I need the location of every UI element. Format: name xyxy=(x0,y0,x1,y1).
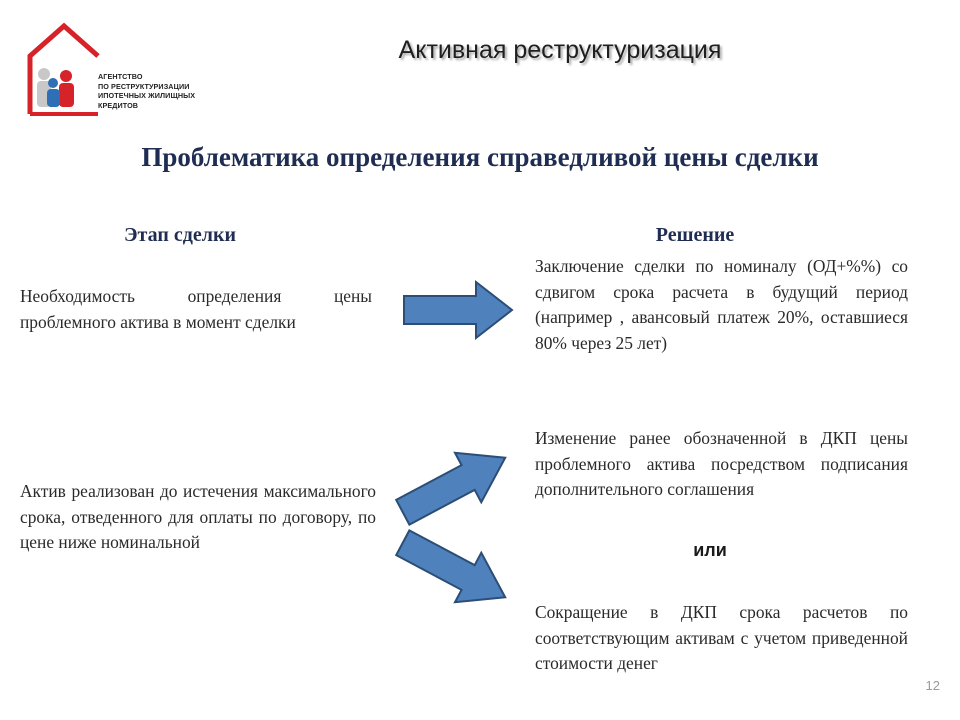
house-outline-icon xyxy=(27,22,100,114)
arrow-down-right-icon xyxy=(394,529,507,604)
stage-column-heading: Этап сделки xyxy=(123,224,237,246)
or-label: или xyxy=(693,540,727,560)
agency-logo xyxy=(27,22,100,116)
stage-text-2: Актив реализован до истечения максимальн… xyxy=(20,481,376,552)
solution-column-heading: Решение xyxy=(655,224,735,246)
family-figures-icon xyxy=(37,68,74,107)
arrow-right-icon xyxy=(403,279,514,341)
slide-title: Активная реструктуризация xyxy=(398,36,722,64)
solution-text-2: Изменение ранее обозначенной в ДКП цены … xyxy=(535,428,908,499)
solution-text-3: Сокращение в ДКП срока расчетов по соотв… xyxy=(535,602,908,673)
agency-name: АГЕНТСТВО ПО РЕСТРУКТУРИЗАЦИИ ИПОТЕЧНЫХ … xyxy=(98,72,208,110)
agency-name-line: ИПОТЕЧНЫХ ЖИЛИЩНЫХ xyxy=(98,91,196,101)
solution-text-1: Заключение сделки по номиналу (ОД+%%) со… xyxy=(535,256,908,353)
arrow-up-right-icon xyxy=(394,451,507,526)
agency-name-line: ПО РЕСТРУКТУРИЗАЦИИ xyxy=(98,81,190,91)
agency-name-line: АГЕНТСТВО xyxy=(98,72,143,81)
agency-name-line: КРЕДИТОВ xyxy=(98,100,139,110)
stage-text-1: Необходимость определения цены проблемно… xyxy=(20,286,372,332)
slide-subtitle: Проблематика определения справедливой це… xyxy=(141,142,819,172)
page-number: 12 xyxy=(925,678,940,693)
